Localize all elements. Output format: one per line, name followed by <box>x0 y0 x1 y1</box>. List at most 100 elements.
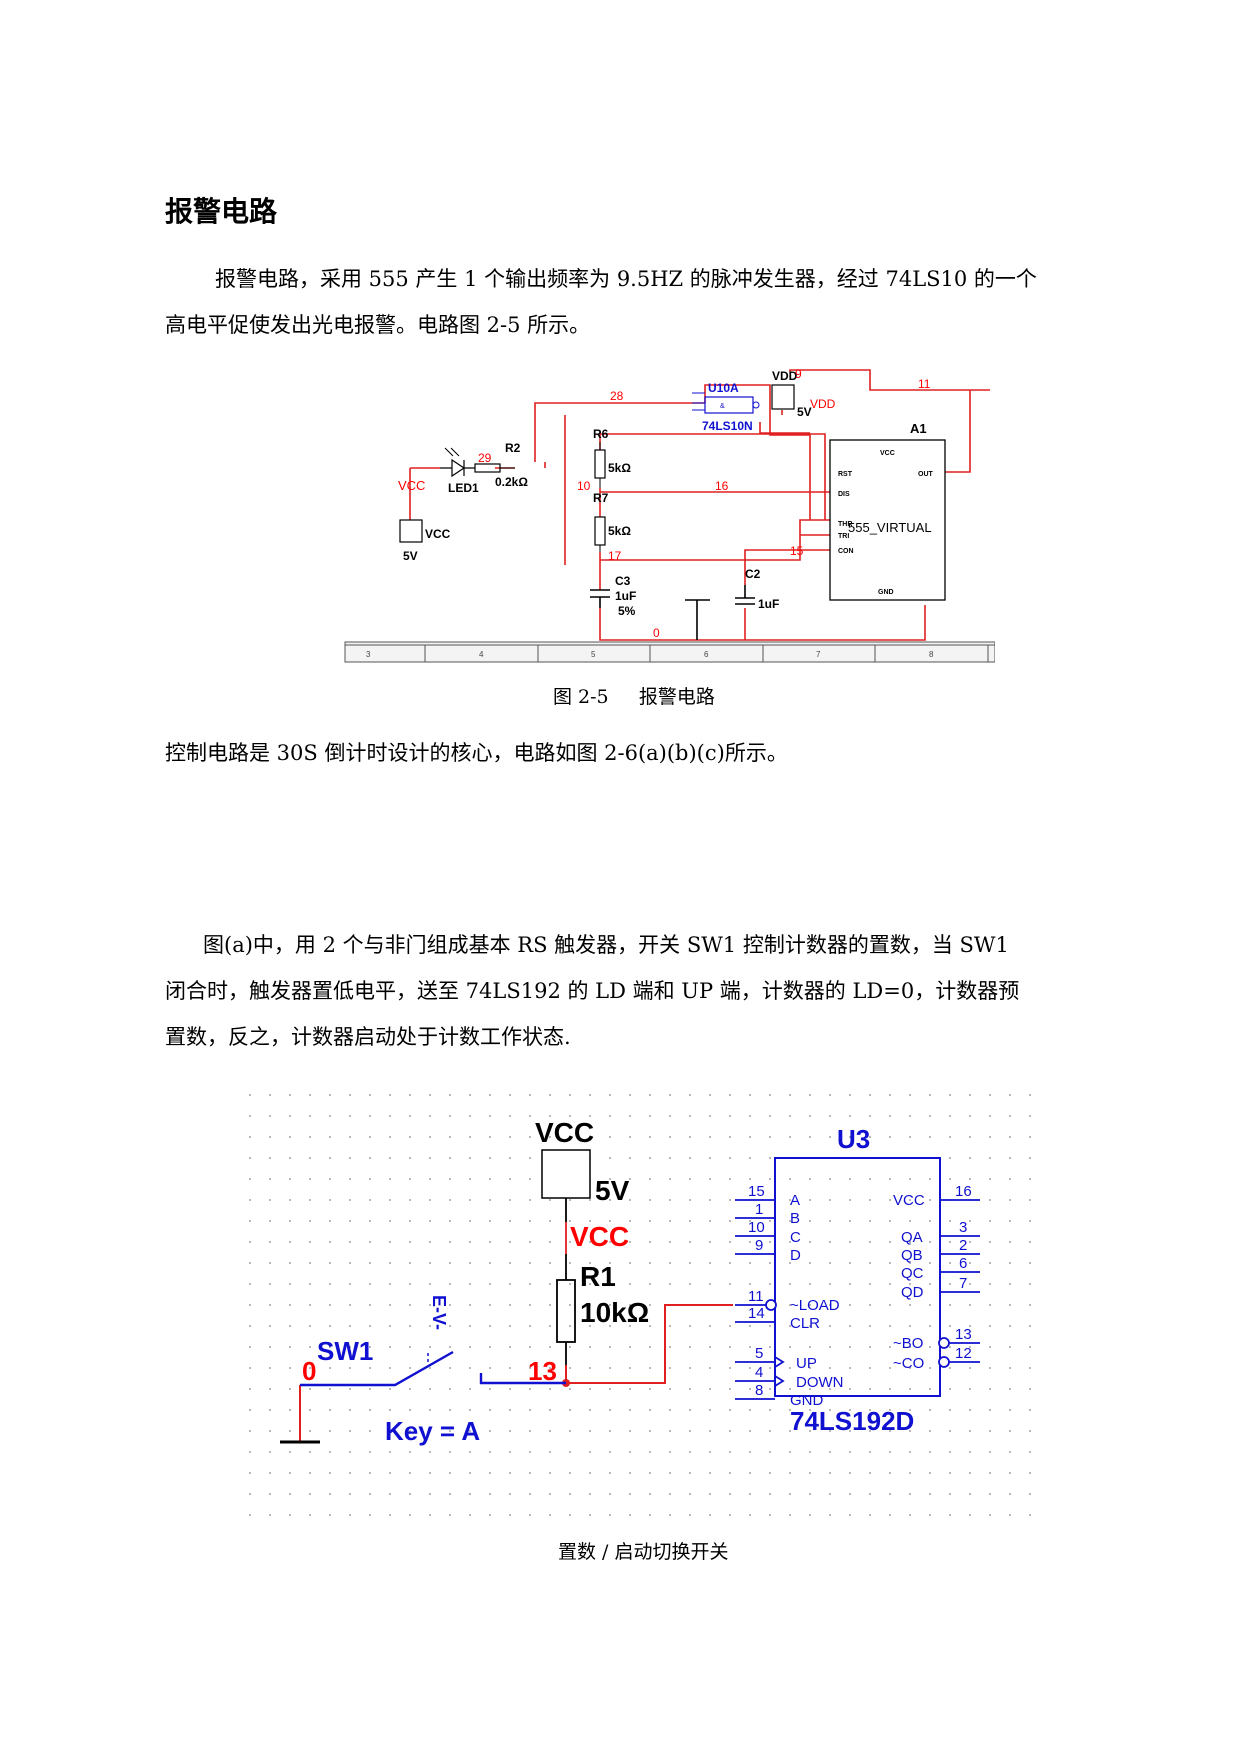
led-arrows <box>444 447 460 457</box>
resistor-r6 <box>594 449 606 479</box>
pin-number: 1 <box>755 1201 763 1218</box>
chip-part: 74LS192D <box>790 1406 914 1436</box>
r6-value: 5kΩ <box>608 461 631 475</box>
net-label: 15 <box>790 544 804 558</box>
capacitor-c2 <box>735 585 755 605</box>
switch-blade <box>300 1350 454 1387</box>
pin-label-b: B <box>790 1210 800 1227</box>
pin-label-vcc: VCC <box>880 450 895 457</box>
pin-label-clr: CLR <box>790 1315 820 1332</box>
c3-tolerance: 5% <box>618 604 636 618</box>
paragraph-line: 闭合时，触发器置低电平，送至 74LS192 的 LD 端和 UP 端，计数器的… <box>165 979 1020 1003</box>
r2-value: 0.2kΩ <box>495 475 528 489</box>
pin-label-c: C <box>790 1229 801 1246</box>
led-ref: LED1 <box>448 481 479 495</box>
resistor-r7 <box>594 516 606 546</box>
pin-label-up: UP <box>796 1355 817 1372</box>
wire-net-13 <box>565 1304 733 1384</box>
pin-number: 6 <box>959 1255 967 1272</box>
r6-ref: R6 <box>593 427 609 441</box>
c2-value: 1uF <box>758 597 779 611</box>
timer-chip-body <box>829 439 946 601</box>
pin-number: 12 <box>955 1345 972 1362</box>
pin-number: 13 <box>955 1326 972 1343</box>
pin-number: 7 <box>959 1275 967 1292</box>
pin-label-dis: DIS <box>838 491 850 498</box>
wire-net-9-11 <box>789 369 990 391</box>
pin-number: 4 <box>755 1364 763 1381</box>
paragraph-line: 报警电路，采用 555 产生 1 个输出频率为 9.5HZ 的脉冲发生器，经过 … <box>215 267 1037 291</box>
net-label: 29 <box>478 451 492 465</box>
pin-label-qc: QC <box>901 1265 924 1282</box>
pin-label-qa: QA <box>901 1229 923 1246</box>
figure-caption: 置数 / 启动切换开关 <box>558 1541 729 1563</box>
r7-value: 5kΩ <box>608 524 631 538</box>
pin-number: 14 <box>748 1305 765 1322</box>
ruler-tick: 6 <box>704 650 709 659</box>
pin-number: 15 <box>748 1183 765 1200</box>
circuit-wires <box>409 369 990 641</box>
pin-label-bo: ~BO <box>893 1335 923 1352</box>
net-label: 28 <box>610 389 624 403</box>
c3-ref: C3 <box>615 574 631 588</box>
vcc-source-voltage: 5V <box>403 549 418 563</box>
paragraph-line: 置数，反之，计数器启动处于计数工作状态. <box>165 1025 571 1049</box>
vcc-source-label: VCC <box>535 1117 594 1148</box>
pin-number: 2 <box>959 1237 967 1254</box>
ground-symbol <box>685 599 710 640</box>
wire-vdd-rst <box>600 433 826 520</box>
paragraph-line: 图(a)中，用 2 个与非门组成基本 RS 触发器，开关 SW1 控制计数器的置… <box>203 933 1009 957</box>
paragraph-alarm-intro: 报警电路，采用 555 产生 1 个输出频率为 9.5HZ 的脉冲发生器，经过 … <box>165 256 1120 348</box>
pin-label-d: D <box>790 1247 801 1264</box>
wire-net-15 <box>744 549 830 585</box>
vdd-voltage: 5V <box>797 405 812 419</box>
ruler-tick: 7 <box>816 650 821 659</box>
gate-ref: U10A <box>708 381 739 395</box>
section-heading: 报警电路 <box>165 195 278 228</box>
r1-ref: R1 <box>580 1261 616 1292</box>
sheet-ruler: 3 4 5 6 7 8 <box>344 641 995 663</box>
pin-number: 5 <box>755 1345 763 1362</box>
vcc-net-label: VCC <box>398 478 425 493</box>
paragraph-control: 控制电路是 30S 倒计时设计的核心，电路如图 2-6(a)(b)(c)所示。 <box>165 730 1120 776</box>
switch-mechanism: E-V- <box>429 1295 449 1330</box>
r2-ref: R2 <box>505 441 521 455</box>
wire-thr <box>600 519 830 561</box>
net-label: 10 <box>577 479 591 493</box>
pin-bubble <box>765 1299 777 1311</box>
paragraph-rs-flipflop: 图(a)中，用 2 个与非门组成基本 RS 触发器，开关 SW1 控制计数器的置… <box>165 922 1120 1060</box>
pin-bubble <box>938 1356 950 1368</box>
capacitor-c3 <box>590 589 610 608</box>
gate-inputs <box>692 392 705 411</box>
alarm-circuit-diagram: VCC RST OUT DIS THR TRI CON GND A1 555_V… <box>344 367 995 663</box>
pin-label-qb: QB <box>901 1247 923 1264</box>
net-label: 11 <box>918 377 931 391</box>
vdd-source-box <box>771 384 795 410</box>
pin-number: 9 <box>755 1237 763 1254</box>
paragraph-line: 控制电路是 30S 倒计时设计的核心，电路如图 2-6(a)(b)(c)所示。 <box>165 741 788 765</box>
pin-number: 3 <box>959 1219 967 1236</box>
vcc-source-label: VCC <box>425 527 451 541</box>
pin-number: 8 <box>755 1382 763 1399</box>
pin-label-load: ~LOAD <box>790 1297 840 1314</box>
net-label: 9 <box>795 367 802 381</box>
timer-part: 555_VIRTUAL <box>848 520 932 535</box>
pin-label-out: OUT <box>918 471 934 478</box>
net-label: 13 <box>528 1356 557 1386</box>
paragraph-line: 高电平促使发出光电报警。电路图 2-5 所示。 <box>165 313 591 337</box>
vcc-net-label: VCC <box>570 1221 629 1252</box>
gate-body <box>704 396 754 414</box>
pin-number: 10 <box>748 1219 765 1236</box>
net-label: 0 <box>302 1356 316 1386</box>
vcc-voltage: 5V <box>595 1175 630 1206</box>
r1-value: 10kΩ <box>580 1297 649 1328</box>
pin-label-vcc: VCC <box>893 1192 925 1209</box>
pin-label-qd: QD <box>901 1284 924 1301</box>
figure-caption: 图 2-5 报警电路 <box>553 686 715 708</box>
pin-label-thr: THR <box>838 521 852 528</box>
wire-gate-to-rst <box>704 384 811 520</box>
switch-ref: SW1 <box>317 1336 373 1366</box>
counter-chip-body <box>774 1157 941 1397</box>
wire-out-loop <box>945 390 971 473</box>
ruler-tick: 5 <box>591 650 596 659</box>
